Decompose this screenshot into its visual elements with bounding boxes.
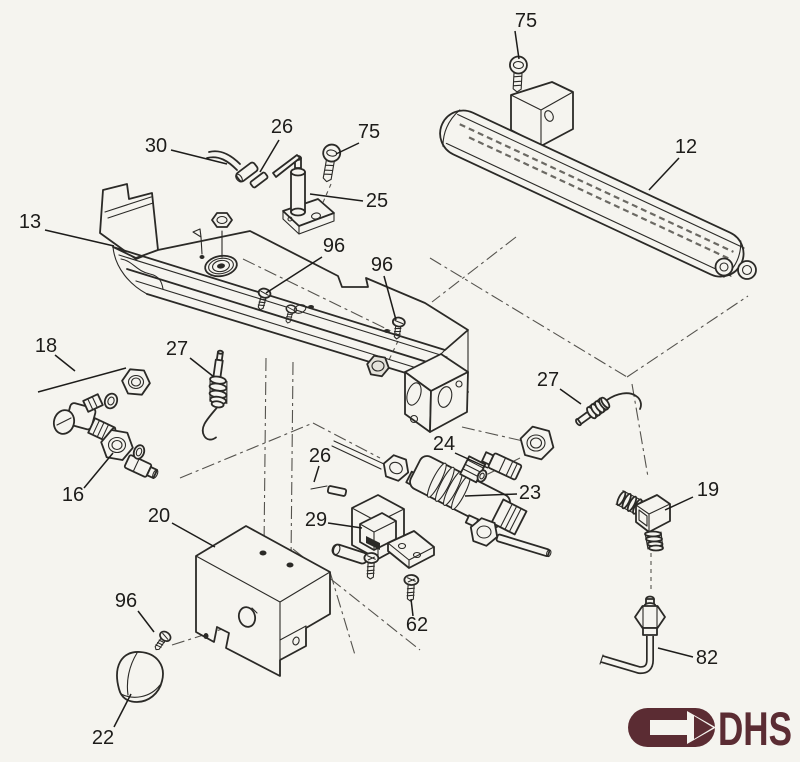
callout-16: 16 [62, 484, 84, 506]
screw-96-c [154, 630, 172, 651]
callout-96-a: 96 [323, 235, 345, 257]
thermocouple-27-left [201, 349, 228, 441]
callout-30: 30 [145, 135, 167, 157]
callout-18: 18 [35, 335, 57, 357]
callout-26-mid: 26 [309, 445, 331, 467]
callout-62: 62 [406, 614, 428, 636]
solenoid-29 [331, 494, 435, 569]
screw-75-mid [322, 143, 342, 183]
fitting-group-18 [52, 368, 151, 443]
dhs-logo: DHS [628, 702, 792, 755]
callout-22: 22 [92, 727, 114, 749]
callout-23: 23 [519, 482, 541, 504]
knob-22 [116, 651, 164, 703]
callout-13: 13 [19, 211, 41, 233]
callout-27-right: 27 [537, 369, 559, 391]
pin-26-mid [310, 485, 348, 497]
flare-nut-23 [519, 425, 555, 461]
manifold-bracket-13 [99, 183, 469, 433]
supply-tube-82 [599, 595, 666, 675]
callout-12: 12 [675, 136, 697, 158]
flare-nut-18 [121, 368, 151, 396]
bracket-end-nut [366, 354, 390, 378]
sleeve-26-top [249, 171, 269, 189]
callout-75-top: 75 [515, 10, 537, 32]
callout-25: 25 [366, 190, 388, 212]
valve-mounting-plate [387, 530, 435, 569]
compression-fitting [464, 514, 552, 558]
screw-75-top [509, 55, 528, 93]
burner-tube-12 [439, 55, 757, 280]
igniter-wire-30 [206, 150, 259, 183]
callout-29: 29 [305, 509, 327, 531]
callouts: 75 12 30 26 75 25 13 96 96 18 27 16 26 2… [19, 10, 719, 749]
igniter-electrode-25 [272, 154, 335, 235]
callout-96-c: 96 [115, 590, 137, 612]
callout-27-left: 27 [166, 338, 188, 360]
callout-82: 82 [696, 647, 718, 669]
callout-24: 24 [433, 433, 455, 455]
burner-grommet [204, 254, 238, 278]
callout-20: 20 [148, 505, 170, 527]
logo-text: DHS [718, 702, 792, 755]
valve-body-23 [331, 440, 528, 536]
manifold-nut [211, 212, 233, 228]
electrode-rod [272, 154, 301, 178]
callout-19: 19 [697, 479, 719, 501]
callout-75-mid: 75 [358, 121, 380, 143]
washer [103, 392, 119, 410]
orifice-fitting-16 [100, 429, 159, 480]
screws-62 [363, 552, 420, 602]
thermocouple-27-right [575, 392, 642, 427]
screw-96-a [257, 287, 272, 311]
orifice-24 [476, 451, 523, 483]
mounting-box-20 [195, 525, 331, 677]
callout-26-top: 26 [271, 116, 293, 138]
elbow-fitting-19 [615, 490, 671, 552]
callout-96-b: 96 [371, 254, 393, 276]
bracket-end-box [404, 329, 469, 433]
